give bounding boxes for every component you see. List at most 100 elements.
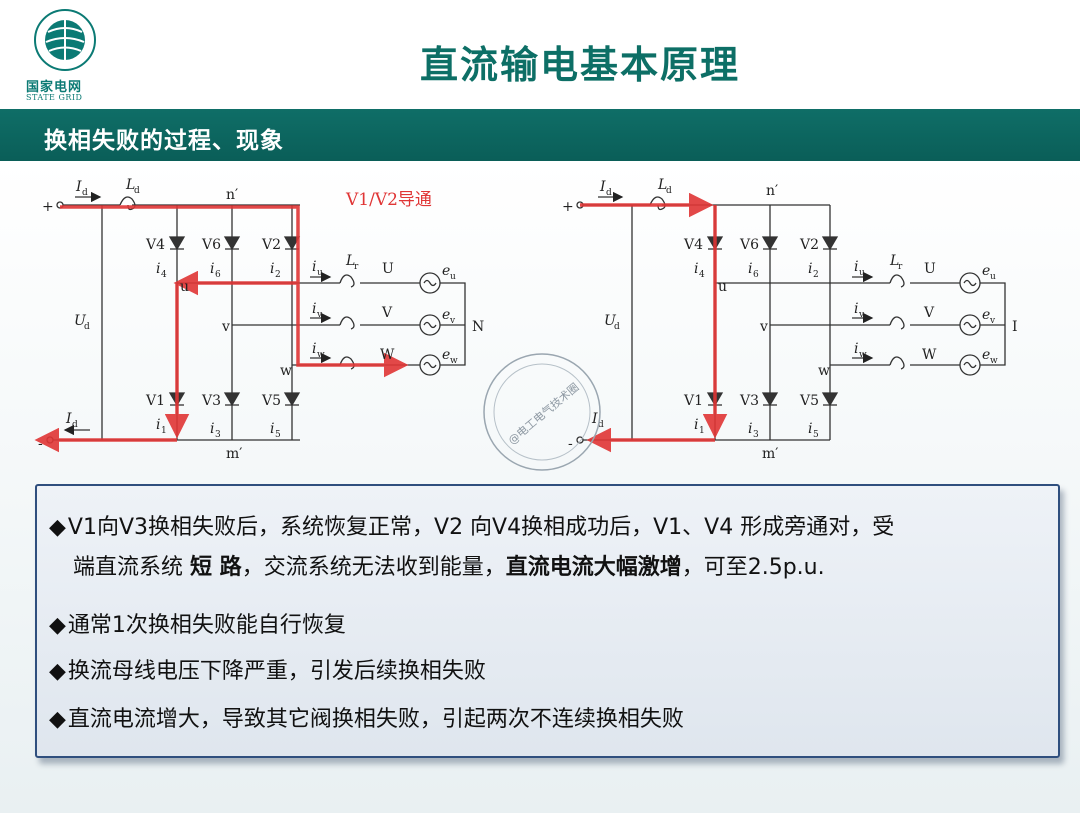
left-i2-label: i (270, 261, 274, 277)
right-i1-sub: 1 (699, 426, 705, 436)
right-i4-sub: 4 (699, 270, 705, 280)
page-title: 直流输电基本原理 (419, 43, 740, 87)
state-grid-logo-icon (34, 9, 96, 71)
left-labels: + - I d I d L d U d n′ m′ u v w N U V W … (38, 177, 484, 462)
left-lr-label: L (345, 253, 355, 269)
right-ld-label: L (657, 177, 667, 193)
section-header-bar: 换相失败的过程、现象 (0, 109, 1080, 161)
right-valve-v1: V1 (683, 393, 703, 409)
left-i3-label: i (210, 421, 214, 437)
left-conduction-path (34, 205, 409, 453)
right-ud-sub: d (614, 322, 620, 332)
right-m-label: m′ (762, 446, 778, 462)
right-plus-label: + (562, 199, 574, 215)
left-i4-sub: 4 (161, 270, 167, 280)
left-minus-label: - (38, 436, 43, 452)
bullet-4-text: 直流电流增大，导致其它阀换相失败，引起两次不连续换相失败 (67, 707, 684, 732)
left-n-label: n′ (226, 187, 238, 203)
right-lr-sub: r (898, 262, 903, 272)
right-iv-label: i (854, 301, 858, 317)
right-n-label: n′ (766, 183, 778, 199)
bullet-item-3: ◆换流母线电压下降严重，引发后续换相失败 (49, 652, 486, 692)
right-valve-v4: V4 (683, 237, 703, 253)
left-circuit (46, 191, 466, 444)
left-plus-label: + (42, 199, 54, 215)
left-valve-v5: V5 (261, 393, 281, 409)
left-id-label: I (75, 179, 82, 195)
left-iv-label: i (312, 301, 316, 317)
left-i1-sub: 1 (161, 426, 167, 436)
right-valve-v5: V5 (799, 393, 819, 409)
right-eu-sub: u (990, 272, 996, 282)
right-ud-label: U (604, 313, 617, 329)
right-v-label: v (759, 319, 768, 335)
right-ld-sub: d (666, 186, 672, 196)
right-ew-sub: w (990, 356, 998, 366)
left-N-label: N (472, 319, 484, 335)
left-iv-sub: v (316, 310, 323, 320)
right-circuit: + - I d I d L d U d n′ m′ u v w I U V W … (562, 177, 1018, 462)
left-eu-sub: u (450, 272, 456, 282)
left-ld-label: L (125, 177, 135, 193)
left-W-label: W (380, 347, 395, 363)
right-id-bottom-label: I (591, 411, 598, 427)
left-id-sub: d (82, 188, 88, 198)
left-id-bottom-sub: d (72, 420, 78, 430)
logo-chinese-text: 国家电网 (26, 80, 83, 95)
left-i6-label: i (210, 261, 214, 277)
bullet-marker: ◆ (49, 659, 66, 684)
bullet-marker: ◆ (49, 515, 66, 540)
left-valve-v4: V4 (145, 237, 165, 253)
right-eu-label: e (982, 263, 990, 279)
right-i5-sub: 5 (813, 430, 819, 440)
left-i1-label: i (156, 417, 160, 433)
bullet-1-part-c: ，交流系统无法收到能量， (241, 555, 506, 580)
right-labels: + - I d I d L d U d n′ m′ u v w I U V W … (562, 177, 1018, 462)
right-V-label: V (923, 305, 935, 321)
bullet-1-part-d: 直流电流大幅激增 (505, 555, 682, 580)
right-iw-label: i (854, 341, 858, 357)
section-title: 换相失败的过程、现象 (44, 128, 284, 154)
right-i2-label: i (808, 261, 812, 277)
right-conduction-path (580, 192, 728, 453)
bullet-1-part-a: 端直流系统 (73, 555, 184, 580)
left-i3-sub: 3 (215, 430, 221, 440)
right-iw-sub: w (859, 350, 867, 360)
left-eu-label: e (442, 263, 450, 279)
right-ev-label: e (982, 307, 990, 323)
bullet-2-text: 通常1次换相失败能自行恢复 (67, 613, 346, 638)
bullet-1-part-b: 短 路 (190, 555, 242, 580)
left-valve-v1: V1 (145, 393, 165, 409)
bullet-item-1: ◆V1向V3换相失败后，系统恢复正常，V2 向V4换相成功后，V1、V4 形成旁… (49, 508, 1039, 588)
left-i4-label: i (156, 261, 160, 277)
left-w-label: w (280, 363, 292, 379)
circuit-svg: + - I d I d L d U d n′ m′ u v w N U V W … (34, 177, 1018, 462)
bullet-marker: ◆ (49, 707, 66, 732)
right-i6-sub: 6 (753, 270, 759, 280)
left-ud-sub: d (84, 322, 90, 332)
right-id-bottom-sub: d (598, 420, 604, 430)
right-i2-sub: 2 (813, 270, 819, 280)
right-ev-sub: v (989, 316, 996, 326)
right-valve-v2: V2 (799, 237, 819, 253)
right-W-label: W (922, 347, 937, 363)
left-V-label: V (381, 305, 393, 321)
left-annotation: V1/V2导通 (345, 190, 432, 210)
left-v-label: v (221, 319, 230, 335)
left-ld-sub: d (134, 186, 140, 196)
right-id-label: I (599, 179, 606, 195)
right-iu-label: i (854, 259, 858, 275)
bullet-1-line1: V1向V3换相失败后，系统恢复正常，V2 向V4换相成功后，V1、V4 形成旁通… (67, 515, 895, 540)
bullet-item-4: ◆直流电流增大，导致其它阀换相失败，引起两次不连续换相失败 (49, 700, 684, 740)
right-i6-label: i (748, 261, 752, 277)
bullet-1-part-e: ，可至2.5p.u. (681, 555, 825, 580)
left-valve-v2: V2 (261, 237, 281, 253)
left-m-label: m′ (226, 446, 242, 462)
left-iu-label: i (312, 259, 316, 275)
left-i5-label: i (270, 421, 274, 437)
watermark-text: @电工电气技术圈 (505, 380, 581, 447)
left-i2-sub: 2 (275, 270, 281, 280)
left-id-bottom-label: I (65, 411, 72, 427)
left-valve-v3: V3 (201, 393, 221, 409)
right-valve-v3: V3 (739, 393, 759, 409)
